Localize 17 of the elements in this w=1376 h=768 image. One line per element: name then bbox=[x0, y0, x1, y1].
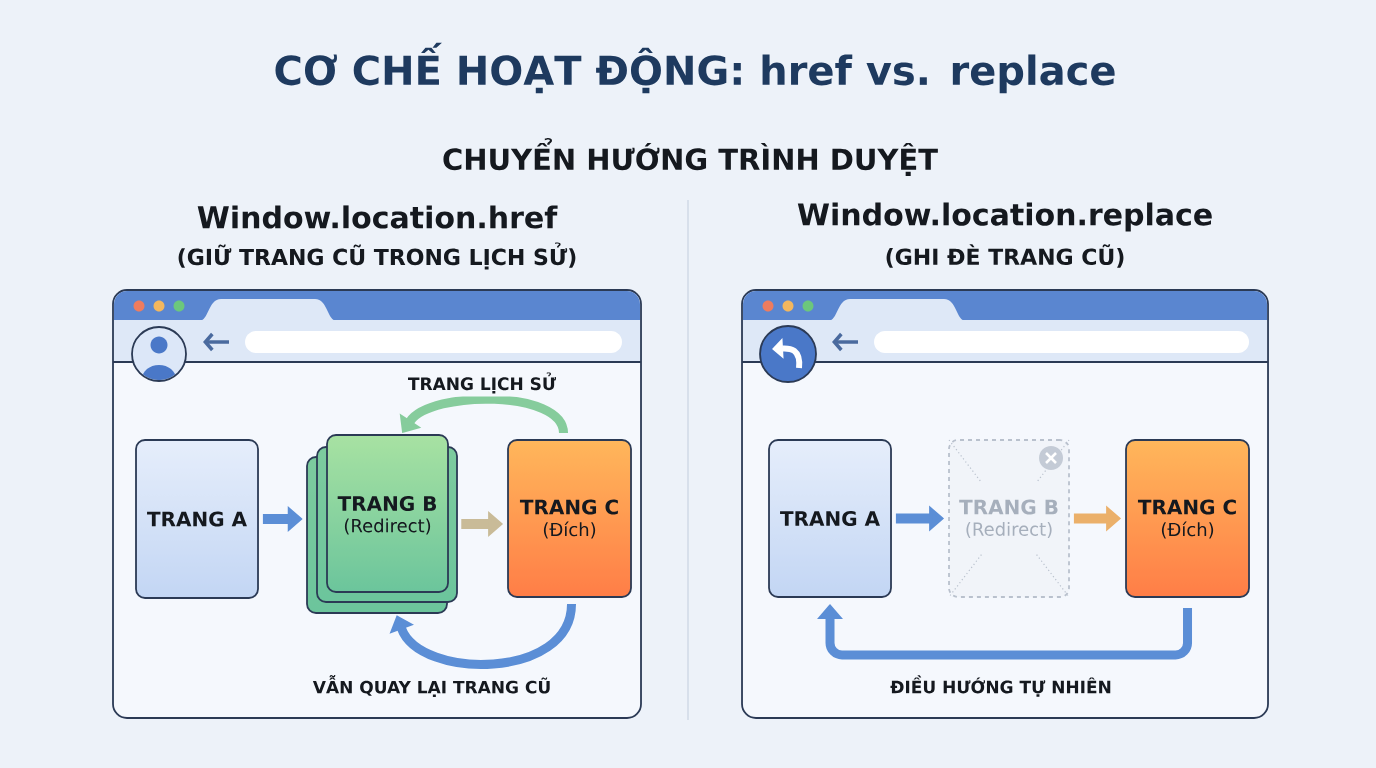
page-card: TRANG A bbox=[135, 439, 259, 599]
page-card: TRANG C (Đích) bbox=[1125, 439, 1250, 598]
page-stack: TRANG B (Redirect) bbox=[306, 434, 458, 614]
edge-label: VẪN QUAY LẠI TRANG CŨ bbox=[309, 672, 555, 700]
subheading: (GIỮ TRANG CŨ TRONG LỊCH SỬ) bbox=[178, 242, 576, 270]
subheading: (GHI ĐÈ TRANG CŨ) bbox=[886, 244, 1124, 268]
dashed-card: TRANG B (Redirect) bbox=[948, 439, 1070, 598]
heading: Window.location.href bbox=[197, 205, 558, 229]
page-card: TRANG A bbox=[768, 439, 892, 598]
heading: Window.location.replace bbox=[797, 202, 1212, 232]
page-card: TRANG C (Đích) bbox=[507, 439, 632, 598]
edge-label: TRANG LỊCH SỬ bbox=[404, 369, 560, 397]
edge-label: ĐIỀU HƯỚNG TỰ NHIÊN bbox=[887, 672, 1115, 700]
curved-arrow bbox=[389, 603, 576, 669]
curved-arrow bbox=[817, 604, 1192, 660]
title: CƠ CHẾ HOẠT ĐỘNG: href vs. replace bbox=[275, 42, 1115, 94]
subtitle: CHUYỂN HƯỚNG TRÌNH DUYỆT bbox=[443, 138, 938, 176]
